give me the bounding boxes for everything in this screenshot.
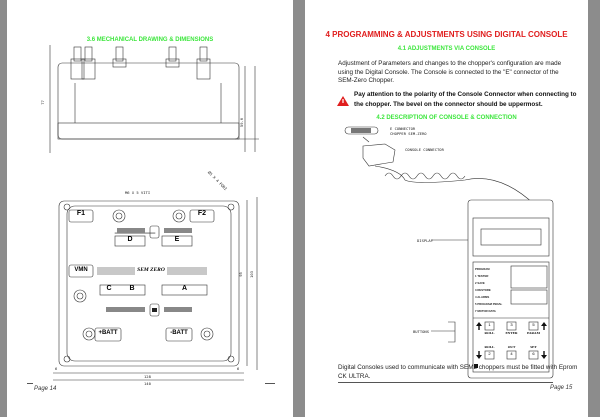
warning-text: Pay attention to the polarity of the Con… xyxy=(354,90,584,110)
dim-103: 103 xyxy=(248,271,254,278)
dim-128: 128 xyxy=(144,374,151,379)
callout-console-connector: CONSOLE CONNECTOR xyxy=(405,147,444,152)
menu-item: 1 TESTER xyxy=(475,274,489,278)
label-f1: F1 xyxy=(76,210,86,217)
key-6[interactable]: 6 xyxy=(532,351,535,356)
key-2[interactable]: 2 xyxy=(488,351,491,356)
key-4[interactable]: 4 xyxy=(510,351,513,356)
dim-140: 140 xyxy=(144,381,151,386)
dim-6-right: 6 xyxy=(237,366,240,371)
connector-d: D xyxy=(127,236,133,243)
menu-item: 2 SAVE xyxy=(475,281,485,285)
page-number: Page 15 xyxy=(550,385,573,391)
key-label-param: PARAM xyxy=(527,331,540,335)
menu-item: 7 MOTOR DATA xyxy=(475,309,496,313)
key-label-roll-down: ROLL xyxy=(484,345,495,349)
callout-chopper: CHOPPER SEM-ZERO xyxy=(390,130,427,136)
console-diagram xyxy=(344,126,554,379)
page-number: Page 14 xyxy=(34,386,57,392)
connector-a: A xyxy=(181,285,188,292)
menu-item: 4 ALARMS xyxy=(475,295,490,299)
key-3[interactable]: 3 xyxy=(510,322,513,327)
key-5[interactable]: 5 xyxy=(532,322,535,327)
dim-59: 59.6 xyxy=(239,117,245,128)
key-label-set: SET xyxy=(530,345,537,349)
chapter-title: 4 PROGRAMMING & ADJUSTMENTS USING DIGITA… xyxy=(325,30,568,39)
warning-line-2: the chopper. The bevel on the connector … xyxy=(354,101,543,108)
key-label-enter: ENTER xyxy=(505,331,518,335)
dim-77: 77 xyxy=(39,100,45,105)
page-15: 4 PROGRAMMING & ADJUSTMENTS USING DIGITA… xyxy=(305,0,588,417)
callout-e-connector: E CONNECTOR xyxy=(390,126,416,131)
connector-e: E xyxy=(174,236,180,243)
label-plus-batt: +BATT xyxy=(98,330,118,336)
menu-item: 3 RESTORE xyxy=(475,288,491,292)
key-label-out: OUT xyxy=(507,345,516,349)
page-14: 3.6 MECHANICAL DRAWING & DIMENSIONS xyxy=(7,0,293,417)
key-label-roll-up: ROLL xyxy=(484,331,495,335)
dim-m6: M6 X 5 VITI xyxy=(125,190,151,195)
intro-paragraph: Adjustment of Parameters and changes to … xyxy=(338,60,562,84)
section-heading-4-1: 4.1 ADJUSTMENTS VIA CONSOLE xyxy=(397,46,496,52)
connector-b: B xyxy=(129,285,135,292)
label-minus-batt: -BATT xyxy=(170,330,188,336)
mechanical-drawing xyxy=(49,45,259,381)
sem-zero-logo: SEM ZERO xyxy=(137,267,165,273)
callout-buttons: BUTTONS xyxy=(413,329,430,334)
connector-c: C xyxy=(106,285,112,292)
label-f2: F2 xyxy=(197,210,207,217)
warning-line-1: Pay attention to the polarity of the Con… xyxy=(354,91,577,98)
dim-6-left: 6 xyxy=(55,366,58,371)
key-1[interactable]: 1 xyxy=(488,322,491,327)
label-vmn: VMN xyxy=(74,267,88,273)
section-heading-4-2: 4.2 DESCRIPTION OF CONSOLE & CONNECTION xyxy=(376,115,517,121)
warning-icon xyxy=(337,96,349,106)
console-menu: PROGRAM 1 TESTER 2 SAVE 3 RESTORE 4 ALAR… xyxy=(475,266,502,315)
menu-item: PROGRAM xyxy=(475,267,490,271)
dim-95: 95 xyxy=(237,272,243,277)
footer-note: Digital Consoles used to communicate wit… xyxy=(338,364,578,380)
callout-display: DISPLAY xyxy=(417,238,434,243)
e-connector-callout: E CONNECTOR CHOPPER SEM-ZERO xyxy=(390,126,427,136)
menu-item: 5 PROGRAM PEDAL xyxy=(475,302,503,306)
section-heading: 3.6 MECHANICAL DRAWING & DIMENSIONS xyxy=(86,37,214,43)
